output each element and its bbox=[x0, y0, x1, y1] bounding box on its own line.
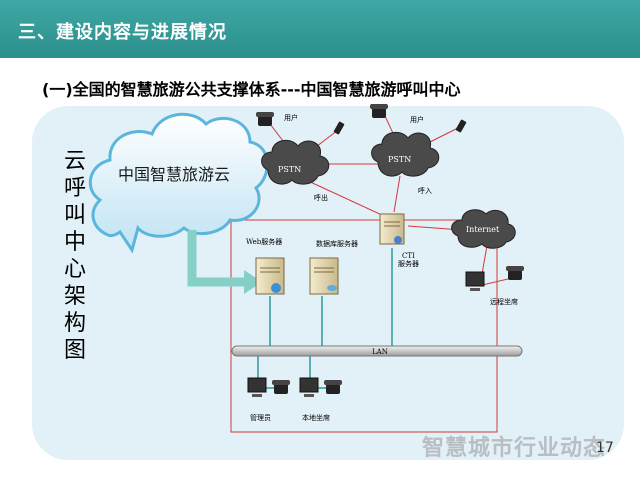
remote-agent-label: 远程坐席 bbox=[490, 297, 518, 306]
monitor-icon bbox=[465, 271, 485, 291]
phone-icon bbox=[256, 112, 274, 126]
vertical-char: 云 bbox=[63, 149, 86, 174]
cti-label-2: 服务器 bbox=[398, 259, 419, 268]
mobile-phone-icon bbox=[455, 119, 467, 133]
user-left-label: 用户 bbox=[284, 113, 298, 122]
phone-icon bbox=[272, 380, 290, 394]
database-server-icon bbox=[309, 257, 339, 295]
call-in-label: 呼入 bbox=[418, 186, 432, 195]
web-server-label: Web服务器 bbox=[246, 237, 282, 246]
vertical-char: 架 bbox=[63, 284, 86, 309]
phone-icon bbox=[324, 380, 342, 394]
link-callout bbox=[305, 179, 385, 217]
lan-label: LAN bbox=[372, 348, 388, 356]
call-out-label: 呼出 bbox=[314, 193, 328, 202]
watermark: 智慧城市行业动态 bbox=[422, 436, 607, 461]
monitor-icon bbox=[299, 377, 319, 397]
cloud-label: 中国智慧旅游云 bbox=[118, 165, 230, 184]
slide-subtitle: (一)全国的智慧旅游公共支撑体系---中国智慧旅游呼叫中心 bbox=[42, 80, 461, 99]
page-number: 17 bbox=[596, 440, 614, 456]
system-boundary bbox=[230, 219, 498, 433]
web-server-icon bbox=[255, 257, 285, 295]
section-title: 三、建设内容与进展情况 bbox=[18, 22, 227, 43]
pstn-left-label: PSTN bbox=[278, 165, 301, 174]
cti-server-icon bbox=[379, 213, 405, 245]
user-right-label: 用户 bbox=[410, 115, 424, 124]
vertical-label: 云 呼 叫 中 心 架 构 图 bbox=[60, 148, 90, 364]
cloud-arrow bbox=[187, 230, 262, 294]
lan-bus bbox=[231, 345, 523, 357]
vertical-char: 中 bbox=[63, 230, 86, 255]
vertical-char: 心 bbox=[63, 257, 86, 282]
vertical-char: 呼 bbox=[63, 176, 86, 201]
internet-cloud bbox=[451, 209, 516, 249]
link-callin bbox=[393, 175, 401, 213]
pstn-cloud-left bbox=[261, 139, 330, 185]
vertical-char: 构 bbox=[63, 311, 86, 336]
phone-icon bbox=[370, 104, 388, 118]
internet-label: Internet bbox=[466, 225, 500, 234]
vertical-char: 叫 bbox=[63, 203, 86, 228]
phone-icon bbox=[506, 266, 524, 280]
cloud-shape bbox=[88, 112, 269, 254]
vertical-char: 图 bbox=[63, 338, 86, 363]
db-server-label: 数据库服务器 bbox=[316, 239, 358, 248]
pstn-cloud-right bbox=[371, 131, 440, 177]
monitor-icon bbox=[247, 377, 267, 397]
mobile-phone-icon bbox=[333, 121, 345, 135]
local-agent-label: 本地坐席 bbox=[302, 413, 330, 422]
admin-label: 管理员 bbox=[250, 413, 271, 422]
cti-label: CTI bbox=[402, 252, 415, 260]
pstn-right-label: PSTN bbox=[388, 155, 411, 164]
header-bar: 三、建设内容与进展情况 bbox=[0, 0, 640, 58]
